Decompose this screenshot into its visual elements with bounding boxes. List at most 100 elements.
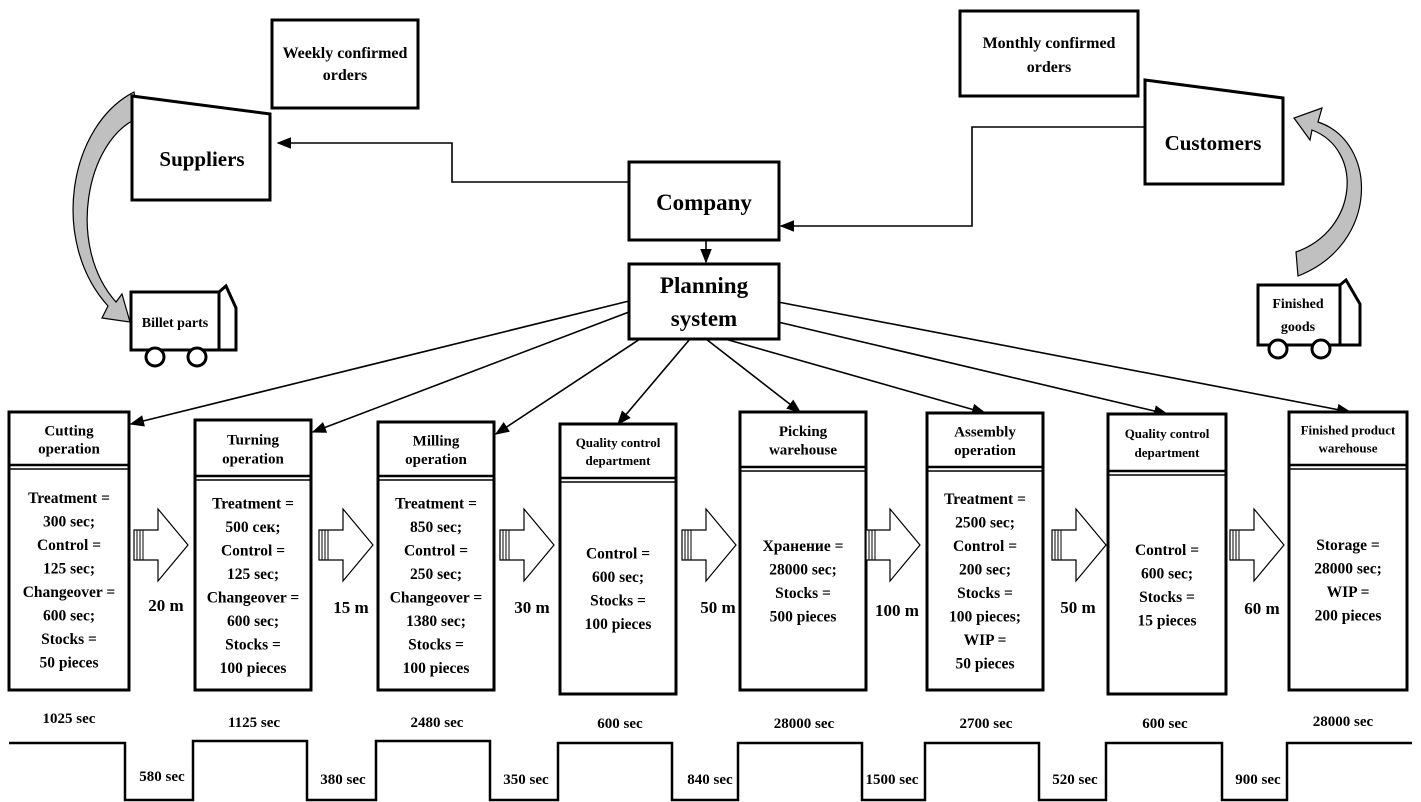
planning-link-arrow xyxy=(494,338,641,435)
distance-label: 15 m xyxy=(333,598,368,617)
station-body-line: 200 sec; xyxy=(959,561,1011,578)
station-body-line: Control = xyxy=(404,542,468,559)
station-title-line: Quality control xyxy=(576,435,661,450)
cycle-time-label: 1125 sec xyxy=(228,715,280,731)
station-body-line: 600 sec; xyxy=(227,613,279,630)
planning-link-arrow xyxy=(311,311,630,433)
station-title-line: department xyxy=(1135,445,1201,460)
finished-goods-line-1: Finished xyxy=(1272,297,1324,312)
distance-label: 50 m xyxy=(700,598,735,617)
station-body-line: 28000 sec; xyxy=(769,561,837,578)
lead-time-gap-label: 840 sec xyxy=(687,772,733,788)
billet-parts-truck: Billet parts xyxy=(129,283,238,368)
station-body-line: 15 pieces xyxy=(1138,612,1197,629)
planning-link-arrow xyxy=(705,338,802,413)
push-arrow-shape xyxy=(1051,507,1107,583)
station-title-line: operation xyxy=(954,443,1016,459)
planning-link-arrow xyxy=(617,338,691,426)
weekly-orders-line-2: orders xyxy=(323,67,367,84)
company-to-suppliers-arrow xyxy=(276,137,628,183)
station-box xyxy=(925,411,1045,692)
station-title-line: department xyxy=(586,453,652,468)
company-label: Company xyxy=(656,190,752,215)
finished-goods-truck: Finished goods xyxy=(1256,277,1362,360)
company-node: Company xyxy=(627,160,781,242)
station-body-line: Control = xyxy=(953,538,1017,555)
station-body-line: Stocks = xyxy=(225,636,281,653)
station-body-line: Treatment = xyxy=(212,495,294,512)
planning-line-1: Planning xyxy=(660,273,749,298)
station-body-line: Хранение = xyxy=(763,538,844,555)
station-title-line: operation xyxy=(405,452,467,468)
station-body-line: Changeover = xyxy=(207,589,300,606)
station-body-line: 28000 sec; xyxy=(1314,560,1382,577)
station-title-line: Picking xyxy=(779,424,828,440)
station-body-line: Stocks = xyxy=(408,636,464,653)
push-arrow-shape xyxy=(499,507,555,583)
station-title-line: Turning xyxy=(227,432,279,448)
lead-time-gap-label: 900 sec xyxy=(1235,772,1281,788)
station-body-line: Control = xyxy=(586,545,650,562)
station-body-line: 125 sec; xyxy=(227,566,279,583)
station-box xyxy=(558,422,678,696)
station-body-line: 1380 sec; xyxy=(406,613,466,630)
push-arrow: 100 m xyxy=(865,507,921,620)
station-body-line: 100 pieces; xyxy=(949,608,1021,625)
station-title-line: operation xyxy=(222,451,284,467)
station-body-line: Stocks = xyxy=(41,631,97,648)
weekly-orders-line-1: Weekly confirmed xyxy=(283,45,408,62)
push-arrow: 60 m xyxy=(1229,507,1285,618)
customers-to-company-arrow xyxy=(779,126,1145,232)
push-arrow-shape xyxy=(133,507,189,583)
lead-time-gap-label: 580 sec xyxy=(139,769,185,785)
cycle-time-label: 1025 sec xyxy=(43,711,96,727)
push-arrow: 50 m xyxy=(681,507,737,617)
info-flow-lines xyxy=(129,126,1352,435)
push-arrow: 15 m xyxy=(318,507,374,617)
station-box xyxy=(1106,412,1228,696)
monthly-orders-line-1: Monthly confirmed xyxy=(983,35,1116,52)
station-body-line: 2500 sec; xyxy=(955,514,1015,531)
planning-link-arrow xyxy=(777,301,1352,416)
planning-link-arrow xyxy=(129,300,630,427)
station-body-line: 100 pieces xyxy=(220,660,287,677)
cycle-time-label: 2700 sec xyxy=(960,716,1013,732)
station-body-line: WIP = xyxy=(964,632,1007,649)
cycle-time-label: 28000 sec xyxy=(1313,714,1374,730)
billet-parts-label: Billet parts xyxy=(142,316,209,331)
station-title-line: warehouse xyxy=(1319,441,1378,456)
station-body-line: Changeover = xyxy=(390,589,483,606)
station-body-line: Stocks = xyxy=(957,585,1013,602)
station-body-line: 600 sec; xyxy=(43,607,95,624)
station-box xyxy=(738,410,868,692)
station-title-line: Quality control xyxy=(1125,426,1210,441)
station-body-line: 200 pieces xyxy=(1315,607,1382,624)
station-title-line: Assembly xyxy=(954,425,1016,441)
suppliers-node: Suppliers xyxy=(130,94,272,202)
station-body-line: Treatment = xyxy=(28,490,110,507)
customers-label: Customers xyxy=(1165,131,1262,155)
station-body-line: Control = xyxy=(1135,542,1199,559)
planning-system-node: Planning system xyxy=(627,262,781,341)
distance-label: 50 m xyxy=(1060,598,1095,617)
station-body-line: 250 sec; xyxy=(410,566,462,583)
lead-time-gap-label: 380 sec xyxy=(320,772,366,788)
station-body-line: Storage = xyxy=(1316,537,1380,554)
push-arrow-shape xyxy=(318,507,374,583)
push-arrow-shape xyxy=(681,507,737,583)
customers-node: Customers xyxy=(1143,78,1285,186)
station-body-line: Stocks = xyxy=(1139,589,1195,606)
cycle-time-label: 28000 sec xyxy=(774,716,835,732)
finished-goods-line-2: goods xyxy=(1281,320,1316,335)
station-box xyxy=(1287,410,1409,692)
station-body-line: 50 pieces xyxy=(956,655,1015,672)
timeline-step-line xyxy=(9,739,1412,802)
push-arrow-shape xyxy=(1229,507,1285,583)
lead-time-gap-label: 350 sec xyxy=(503,772,549,788)
